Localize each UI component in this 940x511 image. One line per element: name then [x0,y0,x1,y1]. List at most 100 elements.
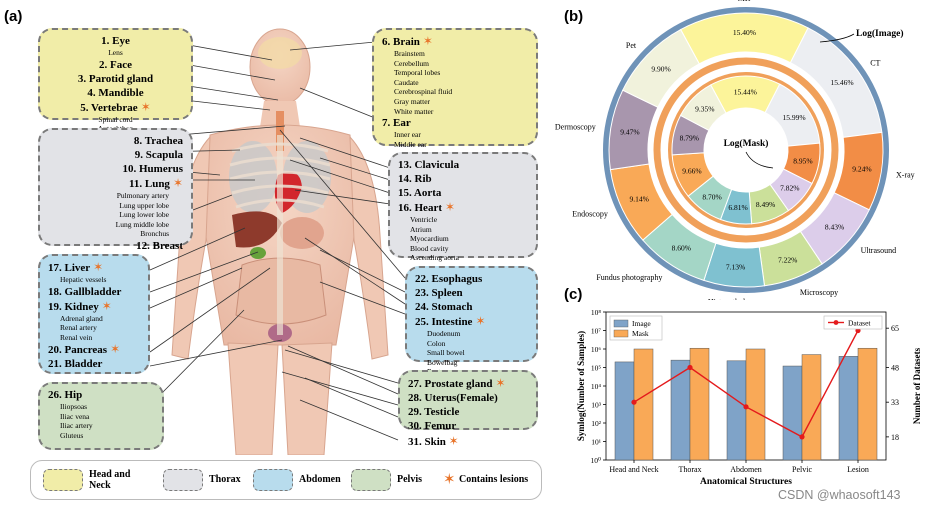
outer-ring-slice [622,28,700,108]
lesion-star-icon: ✶ [169,176,183,190]
organ-name: 5. Vertebrae [80,101,138,114]
organ-name: 8. Trachea [133,135,183,147]
legend-swatch [43,469,83,491]
outer-ring-border [603,7,889,293]
line-legend-point [833,320,839,325]
legend-swatch [253,469,293,491]
trachea-shape [276,111,284,151]
organ-label: 15. Aorta [398,186,528,200]
sub-structure: Brainstem [394,49,425,58]
line-legend-box [823,315,883,330]
skin-label: 31. Skin ✶ [408,434,459,449]
liver-shape [232,211,282,248]
organ-label: 1. Eye [48,34,183,48]
organ-name: 10. Humerus [122,163,184,175]
bar-legend-label: Mask [632,329,649,338]
outer-ring-slice [680,12,809,65]
log-image-pointer [819,33,855,43]
organ-label: 4. Mandible [48,86,183,100]
watermark: CSDN @whaosoft143 [778,488,901,502]
sub-structure: Pulmonary artery [116,191,169,200]
lesion-star-icon: ✶ [472,314,486,328]
right-leg-shape [281,342,333,455]
sub-structure: Colon [427,338,446,348]
sub-structure: Middle ear [394,139,427,149]
y-tick-label: 10⁷ [591,327,602,336]
sub-structure: Caudate [394,77,419,87]
bar-image [782,365,803,461]
modality-label: Ultrasound [861,246,897,255]
organ-name: 17. Liver [48,262,91,274]
log-mask-pointer [745,151,774,169]
legend-label: Pelvis [397,474,422,485]
sub-structure: Lung upper lobe [119,200,169,210]
sub-structure: Iliac vena [60,411,90,421]
dataset-point [799,434,805,440]
sub-structure: Lung lower lobe [119,210,169,220]
sub-structure: Adrenal gland [60,313,103,323]
outer-ring-value-label: 7.22% [778,255,797,264]
legend-label: Thorax [209,474,241,485]
lesion-star-icon: ✶ [492,376,506,390]
organ-label: 14. Rib [398,172,528,186]
body-illustration [171,28,389,455]
organ-name: 27. Prostate gland [408,378,493,390]
sub-structure: Atrium [410,224,432,234]
sub-structure: Lung middle lobe [115,219,169,229]
organ-name: 1. Eye [101,35,130,47]
organ-label: 20. Pancreas ✶ [48,342,140,357]
lesion-star-icon: ✶ [107,342,121,357]
modality-label: Dermoscopy [555,123,596,132]
x-tick-label: Pelvic [792,465,812,474]
modality-label: MR [738,0,751,3]
donut-hole [705,109,787,191]
organ-name: 23. Spleen [415,287,463,299]
inner-ring-value-label: 15.99% [782,113,805,122]
y2-tick-label: 18 [891,433,899,442]
dataset-point [631,399,637,405]
organ-name: 19. Kidney [48,300,99,313]
organ-name: 15. Aorta [398,187,442,199]
bar-legend-swatch [613,319,629,328]
inner-ring-value-label: 6.81% [728,203,747,212]
lesion-star-icon: ✶ [419,34,433,48]
inner-ring-border [668,72,824,228]
sub-structure: Bronchus [140,229,169,239]
sub-structure: Cerebellum [394,58,429,68]
organ-label: 19. Kidney ✶ [48,299,140,314]
organ-label: 22. Esophagus [415,272,528,286]
y-axis-label: Symlog(Number of Samples) [576,331,586,441]
bar-image [670,359,691,461]
sub-structure: Duodenum [427,329,461,338]
dataset-point [743,404,749,410]
y-tick-label: 10⁶ [591,345,602,354]
organ-name: 12. Breast [136,239,183,252]
organ-name: 6. Brain [382,36,420,48]
organ-label: 17. Liver ✶ [48,260,140,275]
organ-label: 2. Face [48,58,183,72]
legend-label: Abdomen [299,474,341,485]
mid-ring-band [653,57,839,243]
organ-label: 16. Heart ✶ [398,200,528,215]
panel-b-letter: (b) [564,8,584,25]
sub-structure: Temporal lobes [394,68,441,78]
bar-chart: 10⁰10¹10²10³10⁴10⁵10⁶10⁷10⁸18334865Head … [576,308,922,487]
bar-mask [857,347,878,461]
pelvis-right-box: 27. Prostate gland ✶28. Uterus(Female)29… [398,370,538,432]
modality-label: CT [870,58,880,67]
outer-ring-value-label: 15.40% [733,28,756,37]
organ-label: 25. Intestine ✶ [415,314,528,329]
sub-structure: Lens [108,48,123,57]
modality-label: Fundus photography [596,273,662,282]
sub-structure: Bowelbag [427,357,458,367]
outer-ring-value-label: 15.46% [830,78,853,87]
legend-label: Head and Neck [89,469,131,491]
bar-mask [689,347,710,461]
bar-mask [801,354,822,461]
